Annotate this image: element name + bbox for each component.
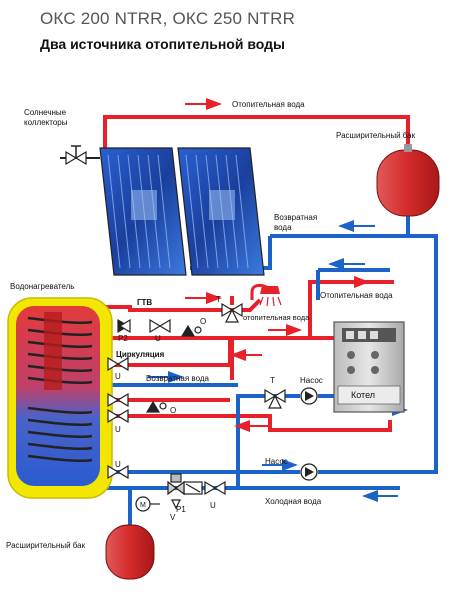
label-heating-water-right: Отопительная вода: [320, 291, 393, 300]
label-m: M: [140, 502, 146, 509]
label-boiler: Котел: [351, 390, 375, 400]
label-v: V: [170, 513, 176, 522]
labels: Солнечные коллекторы Отопительная вода Р…: [6, 100, 416, 550]
label-heating-water-mid: отопительная вода: [243, 313, 310, 322]
label-return-water-1: Возвратная: [274, 213, 317, 222]
label-heating-water-top: Отопительная вода: [232, 100, 305, 109]
label-p1: P1: [176, 505, 186, 514]
label-o2: O: [170, 406, 176, 415]
valves: [107, 302, 286, 512]
label-u1: U: [155, 334, 161, 343]
page-title: ОКС 200 NTRR, ОКС 250 NTRR: [40, 9, 296, 28]
label-circulation: Циркуляция: [116, 350, 165, 359]
label-pump2: Насос: [265, 457, 288, 466]
label-expansion-tank-top: Расширительный бак: [336, 131, 416, 140]
expansion-tank-bottom: [105, 524, 155, 580]
label-p2: P2: [118, 334, 128, 343]
label-gtv: ГТВ: [137, 298, 152, 307]
label-water-heater: Водонагреватель: [10, 282, 74, 291]
pump-icon: [300, 387, 318, 405]
label-return-water-mid: Возвратная вода: [146, 374, 210, 383]
page-subtitle: Два источника отопительной воды: [40, 36, 285, 52]
pump-icon-lower: [300, 463, 318, 481]
label-solar-collectors-1: Солнечные: [24, 108, 67, 117]
label-cold-water: Холодная вода: [265, 497, 322, 506]
solar-collectors: [60, 145, 265, 276]
label-u5: U: [210, 501, 216, 510]
label-o1: O: [200, 317, 206, 326]
label-u2: U: [115, 372, 121, 381]
expansion-tank-top: [376, 144, 440, 217]
label-solar-collectors-2: коллекторы: [24, 118, 68, 127]
shower-head-icon: [250, 283, 282, 307]
label-u3: U: [115, 425, 121, 434]
water-heater: [7, 297, 113, 499]
boiler: [333, 321, 405, 413]
label-expansion-tank-bottom: Расширительный бак: [6, 541, 86, 550]
label-t-valve-mid: T: [270, 376, 275, 385]
collector-vent-valve: [60, 145, 100, 166]
label-return-water-2: вода: [274, 223, 292, 232]
label-pump1: Насос: [300, 376, 323, 385]
label-t-valve-top: T: [216, 295, 221, 304]
label-u4: U: [115, 460, 121, 469]
